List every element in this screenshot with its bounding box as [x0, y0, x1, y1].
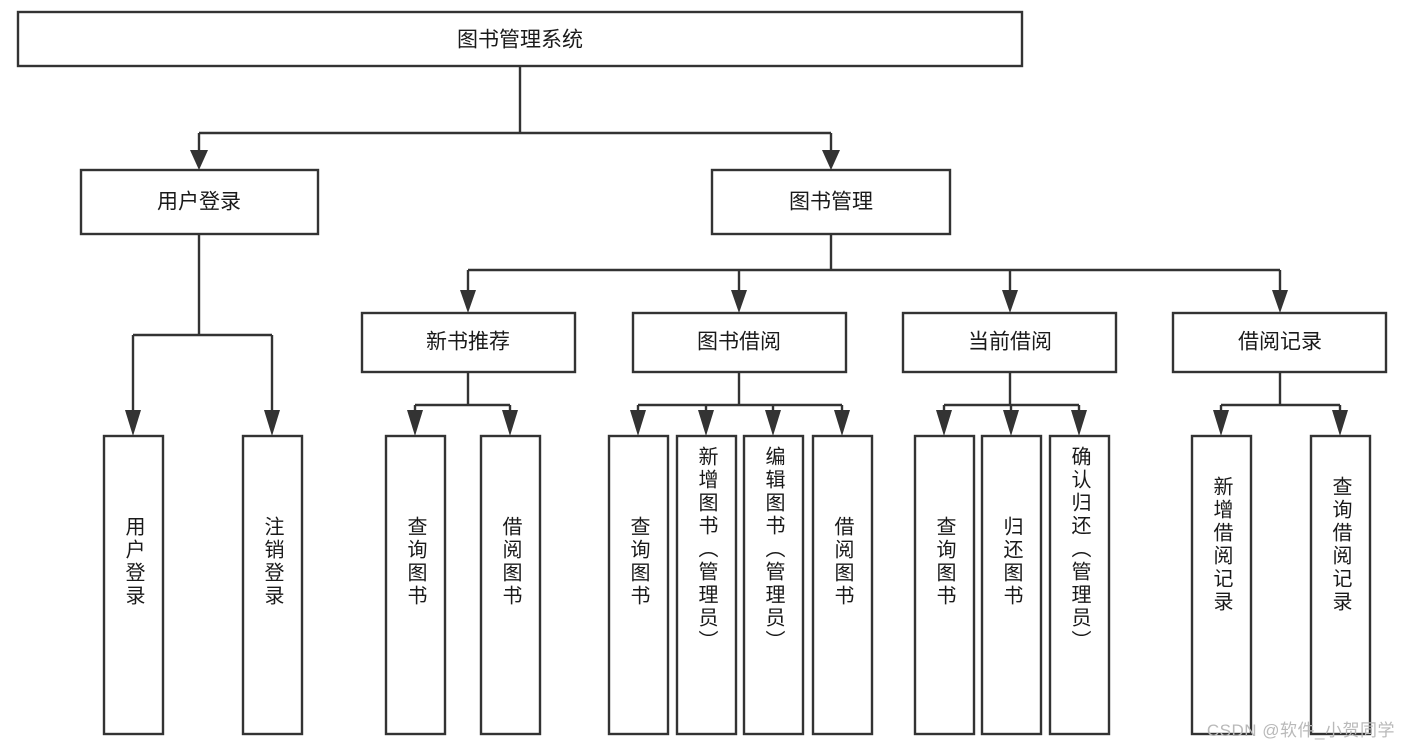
node-leaf-edit-book[interactable]: 编辑图书（管理员） — [742, 434, 805, 736]
node-borrow-record[interactable]: 借阅记录 — [1171, 311, 1388, 374]
node-borrow-record-box[interactable] — [1171, 311, 1388, 374]
node-book-management-label: 图书管理 — [789, 191, 873, 214]
node-new-book-recommend-label: 新书推荐 — [426, 331, 510, 354]
node-leaf-query-book-1-label: 查询图书 — [404, 516, 427, 608]
node-leaf-user-logout-box[interactable] — [241, 434, 304, 736]
node-current-borrow-label: 当前借阅 — [968, 331, 1052, 354]
node-leaf-user-login-box[interactable] — [102, 434, 165, 736]
node-root-box[interactable] — [16, 10, 1024, 68]
node-leaf-borrow-book-2[interactable]: 借阅图书 — [811, 434, 874, 736]
node-current-borrow[interactable]: 当前借阅 — [901, 311, 1118, 374]
node-leaf-add-record[interactable]: 新增借阅记录 — [1190, 434, 1253, 736]
node-leaf-query-book-2-box[interactable] — [607, 434, 670, 736]
node-book-borrow[interactable]: 图书借阅 — [631, 311, 848, 374]
arrow-head-borrow-record — [1272, 290, 1288, 313]
arrow-head-leaf-borrow-book-2 — [834, 410, 850, 436]
arrow-head-leaf-query-book-2 — [630, 410, 646, 436]
arrow-head-leaf-user-login — [125, 410, 141, 436]
node-leaf-add-record-label: 新增借阅记录 — [1210, 476, 1233, 614]
node-leaf-query-book-1-box[interactable] — [384, 434, 447, 736]
arrow-head-leaf-query-record — [1332, 410, 1348, 436]
arrow-head-leaf-edit-book — [765, 410, 781, 436]
arrow-head-leaf-return-book — [1003, 410, 1019, 436]
node-book-borrow-label: 图书借阅 — [697, 331, 781, 354]
node-leaf-query-book-3-label: 查询图书 — [933, 516, 956, 608]
node-leaf-query-book-3[interactable]: 查询图书 — [913, 434, 976, 736]
node-leaf-query-book-3-box[interactable] — [913, 434, 976, 736]
node-leaf-return-book-label: 归还图书 — [1000, 516, 1023, 608]
node-leaf-query-record-label: 查询借阅记录 — [1329, 476, 1352, 614]
arrow-head-leaf-borrow-book-1 — [502, 410, 518, 436]
arrow-head-new-book-recommend — [460, 290, 476, 313]
node-leaf-user-login-label: 用户登录 — [122, 516, 145, 608]
node-leaf-add-book-label: 新增图书（管理员） — [695, 446, 718, 653]
node-new-book-recommend-box[interactable] — [360, 311, 577, 374]
node-book-borrow-box[interactable] — [631, 311, 848, 374]
node-leaf-return-book[interactable]: 归还图书 — [980, 434, 1043, 736]
node-root-label: 图书管理系统 — [457, 29, 583, 52]
node-book-management-box[interactable] — [710, 168, 952, 236]
node-leaf-query-book-1[interactable]: 查询图书 — [384, 434, 447, 736]
node-leaf-return-book-box[interactable] — [980, 434, 1043, 736]
node-new-book-recommend[interactable]: 新书推荐 — [360, 311, 577, 374]
node-leaf-query-book-2[interactable]: 查询图书 — [607, 434, 670, 736]
node-user-login[interactable]: 用户登录 — [79, 168, 320, 236]
node-leaf-borrow-book-2-box[interactable] — [811, 434, 874, 736]
arrow-head-leaf-add-record — [1213, 410, 1229, 436]
node-leaf-confirm-return-box[interactable] — [1048, 434, 1111, 736]
node-leaf-borrow-book-2-label: 借阅图书 — [831, 516, 854, 608]
node-leaf-add-book-box[interactable] — [675, 434, 738, 736]
node-leaf-query-book-2-label: 查询图书 — [627, 516, 650, 608]
arrow-head-leaf-add-book — [698, 410, 714, 436]
arrow-head-leaf-query-book-3 — [936, 410, 952, 436]
arrow-head-user-login — [190, 150, 208, 170]
node-leaf-borrow-book-1-label: 借阅图书 — [499, 516, 522, 608]
node-leaf-edit-book-box[interactable] — [742, 434, 805, 736]
arrow-head-leaf-user-logout — [264, 410, 280, 436]
node-leaf-user-logout-label: 注销登录 — [261, 516, 284, 608]
node-borrow-record-label: 借阅记录 — [1238, 331, 1322, 354]
arrow-head-book-borrow — [731, 290, 747, 313]
node-leaf-borrow-book-1-box[interactable] — [479, 434, 542, 736]
node-leaf-confirm-return-label: 确认归还（管理员） — [1068, 446, 1091, 653]
arrow-head-leaf-confirm-return — [1071, 410, 1087, 436]
node-book-management[interactable]: 图书管理 — [710, 168, 952, 236]
node-user-login-box[interactable] — [79, 168, 320, 236]
node-leaf-user-logout[interactable]: 注销登录 — [241, 434, 304, 736]
node-leaf-query-record-box[interactable] — [1309, 434, 1372, 736]
node-leaf-add-record-box[interactable] — [1190, 434, 1253, 736]
node-leaf-edit-book-label: 编辑图书（管理员） — [762, 446, 785, 653]
node-root[interactable]: 图书管理系统 — [16, 10, 1024, 68]
arrow-head-leaf-query-book-1 — [407, 410, 423, 436]
arrow-head-book-management — [822, 150, 840, 170]
node-user-login-label: 用户登录 — [157, 191, 241, 214]
node-leaf-user-login[interactable]: 用户登录 — [102, 434, 165, 736]
node-leaf-borrow-book-1[interactable]: 借阅图书 — [479, 434, 542, 736]
node-current-borrow-box[interactable] — [901, 311, 1118, 374]
arrow-head-current-borrow — [1002, 290, 1018, 313]
node-leaf-confirm-return[interactable]: 确认归还（管理员） — [1048, 434, 1111, 736]
node-leaf-query-record[interactable]: 查询借阅记录 — [1309, 434, 1372, 736]
node-leaf-add-book[interactable]: 新增图书（管理员） — [675, 434, 738, 736]
connector-layer — [125, 66, 1348, 436]
